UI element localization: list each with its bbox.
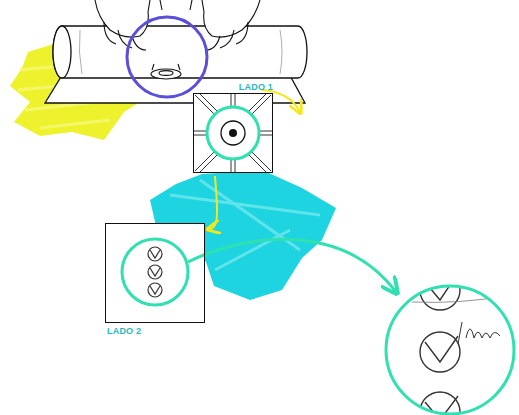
panel-box: LADO 2 <box>105 223 205 323</box>
panel-fill <box>193 93 273 173</box>
zoom-arrow <box>188 239 396 292</box>
panel-fill <box>105 223 205 323</box>
hole-ring <box>221 121 245 145</box>
radial-lines <box>194 93 272 173</box>
center-piece <box>151 64 181 79</box>
green-ring <box>122 239 188 305</box>
zoom-ring <box>386 286 514 414</box>
hands <box>95 0 260 50</box>
connector-arrow <box>209 176 217 229</box>
panel-label: LADO 1 <box>239 82 273 92</box>
panel-box: LADO 1 <box>193 93 273 173</box>
hole-dot <box>229 129 237 137</box>
v-marks <box>148 247 162 297</box>
roll <box>53 26 307 78</box>
highlight-circle <box>127 17 207 97</box>
green-ring <box>207 107 259 159</box>
panel-label: LADO 2 <box>107 326 141 336</box>
